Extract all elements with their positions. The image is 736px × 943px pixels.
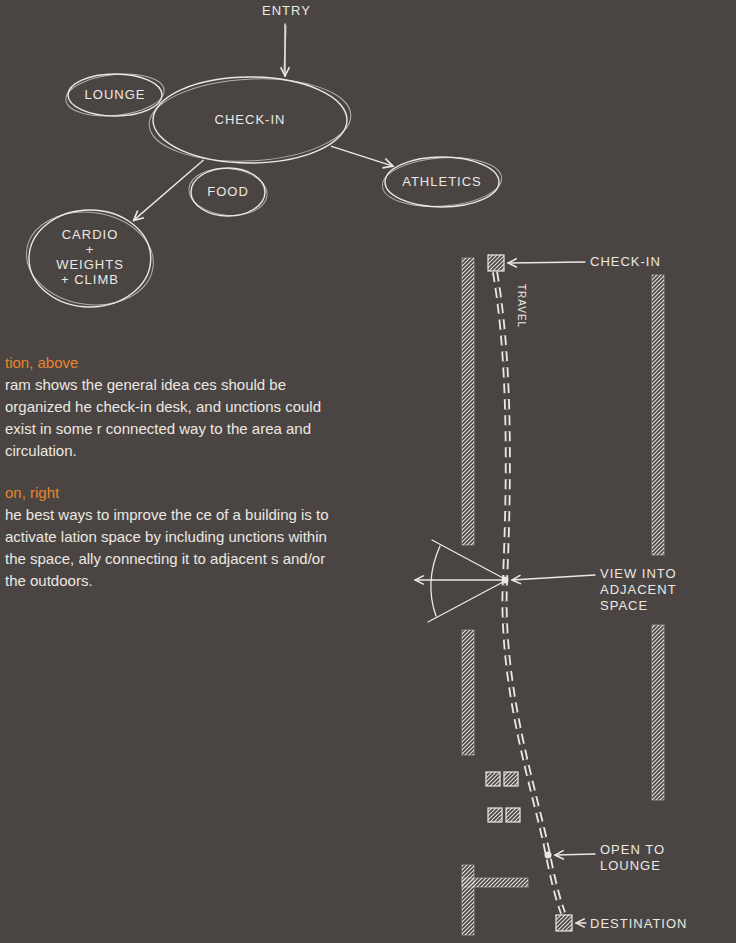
wall-stub (462, 878, 528, 887)
space-name: CHECK-IN (215, 113, 286, 128)
flow-arrow (331, 146, 393, 166)
leader-arrow (512, 575, 595, 580)
space-name: CARDIO + WEIGHTS + CLIMB (56, 228, 124, 288)
view-arrow (415, 579, 503, 580)
bubble-outline (153, 77, 347, 163)
furniture-symbol (486, 772, 500, 786)
bubble-outline (29, 210, 151, 307)
bubble-outline (191, 168, 265, 216)
view-cone-line (432, 540, 503, 578)
bubble-outline (68, 74, 162, 116)
left-wall (462, 865, 474, 935)
view-cone-line (428, 582, 503, 622)
space-bubble: CHECK-IN (152, 76, 348, 164)
travel-path-inner (495, 272, 563, 913)
space-name: FOOD (207, 185, 249, 200)
bubble-sketch-stroke (381, 154, 504, 211)
bubble-sketch-stroke (187, 165, 269, 218)
space-name: ATHLETICS (402, 175, 482, 190)
left-wall (462, 258, 474, 545)
entry-arrow (284, 24, 285, 76)
callout-label: CHECK-IN (590, 254, 661, 270)
left-wall (462, 630, 474, 755)
body-text: ram shows the general idea ces should be… (5, 374, 343, 462)
leader-arrow (576, 922, 586, 923)
space-bubble: ATHLETICS (384, 156, 500, 208)
check-in-marker (488, 255, 504, 271)
right-wall (652, 625, 664, 800)
right-wall (652, 275, 664, 555)
lounge-point (545, 852, 552, 859)
bubble-sketch-stroke (64, 69, 167, 120)
space-bubble: CARDIO + WEIGHTS + CLIMB (28, 209, 152, 308)
body-text: he best ways to improve the ce of a buil… (5, 504, 343, 592)
section-heading: tion, above (5, 352, 343, 374)
callout-label: ENTRY (262, 3, 311, 19)
callout-label: VIEW INTO ADJACENT SPACE (600, 566, 684, 614)
bubble-outline (385, 157, 499, 207)
travel-path (495, 272, 563, 913)
entry-arrow-sketch (284, 26, 286, 72)
bubble-sketch-stroke (20, 204, 159, 313)
furniture-symbol (506, 808, 520, 822)
flow-arrow (134, 160, 204, 220)
callout-label: DESTINATION (590, 916, 687, 932)
destination-marker (556, 915, 572, 931)
callout-label: OPEN TO LOUNGE (600, 842, 672, 874)
section-heading: on, right (5, 482, 343, 504)
view-cone-arc (431, 546, 440, 616)
furniture-symbol (504, 772, 518, 786)
leader-arrow (555, 854, 595, 855)
space-bubble: FOOD (190, 167, 266, 217)
text-column: tion, aboveram shows the general idea ce… (5, 352, 343, 592)
furniture-symbol (488, 808, 502, 822)
bubble-sketch-stroke (147, 74, 353, 166)
space-bubble: LOUNGE (67, 73, 163, 117)
space-name: LOUNGE (85, 88, 146, 103)
path-note: TRAVEL (516, 284, 527, 328)
leader-arrow (508, 262, 585, 263)
